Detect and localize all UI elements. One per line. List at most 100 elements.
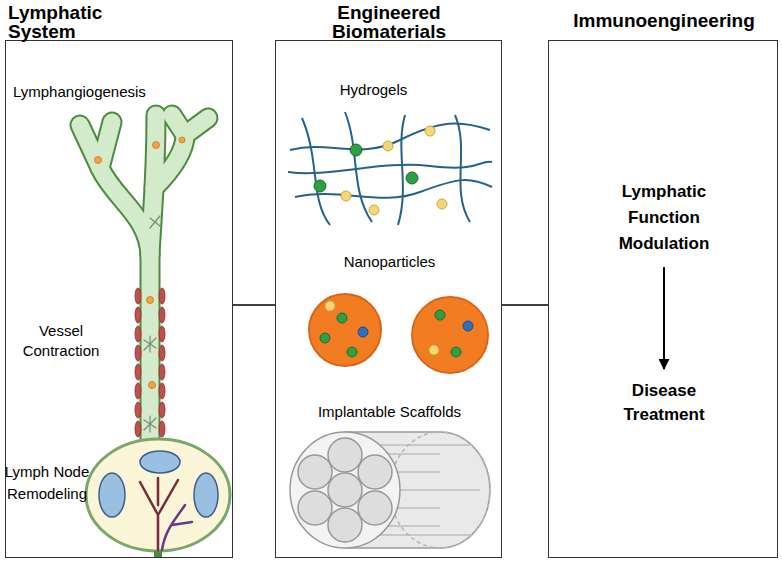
hydrogel-network (455, 115, 470, 222)
connector (502, 304, 548, 306)
smooth-muscle-cell (135, 345, 141, 361)
panel-heading: Immunoengineering (549, 11, 779, 31)
smooth-muscle-cell (135, 288, 141, 304)
smooth-muscle-cell (135, 421, 141, 437)
dendritic-cell (144, 416, 156, 432)
green-cargo (406, 172, 418, 184)
lymph-vessel-outline (100, 122, 112, 168)
nanoparticle-cargo (347, 347, 357, 357)
concept-text: Lymphatic Function Modulation (599, 179, 729, 257)
immune-cell (149, 382, 156, 389)
smooth-muscle-cell (159, 345, 165, 361)
dendritic-cell (144, 336, 156, 352)
hydrogel-network (288, 112, 492, 225)
section-label: Nanoparticles (276, 253, 503, 271)
nanoparticle-cargo (320, 333, 330, 343)
green-cargo (337, 313, 347, 323)
lymph-vessel-lumen (154, 115, 185, 188)
green-cargo (347, 347, 357, 357)
smooth-muscle-cell (135, 402, 141, 418)
panel-box: Engineered BiomaterialsHydrogelsNanopart… (275, 40, 502, 558)
lymph-node (154, 551, 162, 558)
nanoparticle (412, 297, 488, 373)
green-cargo (435, 310, 445, 320)
scaffold-face (328, 473, 362, 507)
panel-box: ImmunoengineeringLymphatic Function Modu… (548, 40, 778, 558)
immune-cell (95, 137, 186, 389)
section-label: Implantable Scaffolds (276, 403, 503, 421)
connector (663, 267, 665, 369)
lymph-vessel-lumen (100, 122, 112, 168)
concept-box: Lymphatic Function Modulation (599, 173, 729, 263)
lymph-vessel-lumen (80, 115, 208, 470)
smooth-muscle-cell (159, 326, 165, 342)
scaffold-face (328, 508, 362, 542)
immune-cell (147, 297, 154, 304)
lymph-vessel-outline (80, 115, 208, 470)
nanoparticle-cargo (429, 345, 439, 355)
panel-box: Lymphatic SystemLymphangiogenesisVessel … (5, 40, 233, 558)
nanoparticle (309, 294, 488, 373)
immune-cell (179, 137, 185, 143)
section-label: Lymph Node Remodeling (4, 461, 90, 505)
scaffold-face (358, 455, 392, 489)
immune-cell (153, 142, 160, 149)
section-label: Lymphangiogenesis (13, 83, 148, 101)
scaffold-face (358, 491, 392, 525)
connector-group (233, 267, 664, 369)
lymph-node (86, 439, 230, 558)
panel-heading: Engineered Biomaterials (289, 3, 489, 41)
nanoparticle-cargo (435, 310, 445, 320)
lymph-vessel-lumen (185, 118, 208, 135)
scaffold-face (298, 491, 332, 525)
connector (233, 304, 275, 306)
blood-vessel (140, 478, 178, 550)
hydrogel-network (302, 118, 330, 225)
immune-cell (95, 157, 102, 164)
nanoparticle-cargo (463, 321, 473, 331)
hydrogel-network (345, 112, 372, 222)
outcome-text: Disease Treatment (599, 379, 729, 427)
outcome-box: Disease Treatment (599, 373, 729, 433)
lymph-vessel-lumen (80, 125, 150, 255)
nanoparticle (309, 294, 381, 366)
scaffold-face (298, 455, 332, 489)
smooth-muscle-cell (159, 288, 165, 304)
nanoparticle-cargo (358, 327, 368, 337)
green-cargo (314, 180, 326, 192)
nanoparticle-cargo (325, 301, 335, 311)
smooth-muscle-cell (159, 307, 165, 323)
nanoparticle-cargo (337, 313, 347, 323)
smooth-muscle-cell (159, 364, 165, 380)
lymph-node-follicle (194, 473, 218, 517)
green-cargo (451, 347, 461, 357)
lymph-node-follicle (140, 451, 180, 473)
yellow-cargo (341, 191, 351, 201)
hydrogel-network (398, 115, 405, 225)
lymph-node (86, 439, 230, 551)
smooth-muscle-cell (159, 421, 165, 437)
smooth-muscle-cell (159, 402, 165, 418)
nanoparticle-cargo (320, 301, 473, 357)
yellow-cargo (341, 126, 447, 215)
smooth-muscle-cell (159, 383, 165, 399)
dendritic-cell (144, 216, 160, 432)
panel-heading: Lymphatic System (8, 3, 148, 41)
yellow-cargo (437, 199, 447, 209)
smooth-muscle-cell (135, 383, 141, 399)
green-cargo (350, 144, 362, 156)
smooth-muscle-cell (135, 326, 141, 342)
section-label: Vessel Contraction (11, 321, 111, 361)
lymph-node-follicle (99, 473, 125, 517)
smooth-muscle-cell (135, 307, 141, 323)
yellow-cargo (425, 126, 435, 136)
yellow-cargo (383, 141, 393, 151)
yellow-cargo (369, 205, 379, 215)
hydrogel-network (295, 180, 492, 198)
nanoparticle-cargo (451, 347, 461, 357)
dendritic-cell (150, 216, 160, 228)
scaffold-face (290, 432, 400, 548)
smooth-muscle-cell (135, 288, 165, 437)
scaffold-face (328, 438, 362, 472)
